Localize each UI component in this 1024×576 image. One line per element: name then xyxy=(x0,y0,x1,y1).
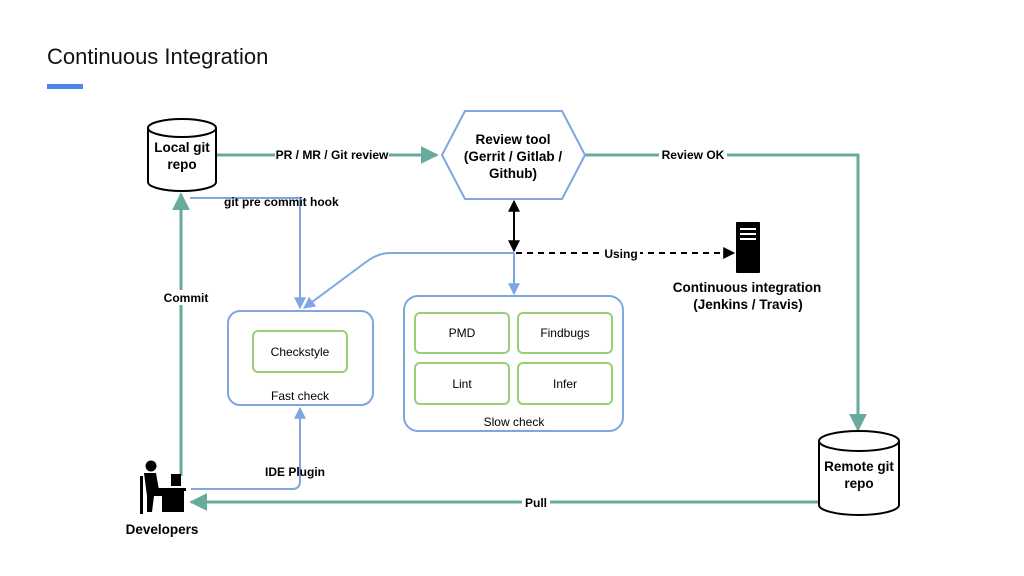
edge-ide-plugin xyxy=(191,406,306,490)
fast-check-group: Checkstyle Fast check xyxy=(227,310,374,406)
edge-review-to-fast xyxy=(303,252,514,309)
slide-title: Continuous Integration xyxy=(47,44,269,69)
slow-check-group: PMD Findbugs Lint Infer Slow check xyxy=(403,295,624,432)
label-commit: Commit xyxy=(164,291,209,305)
developers-label: Developers xyxy=(126,522,199,537)
review-tool-label-1: Review tool xyxy=(475,132,550,147)
review-tool-label-3: Github) xyxy=(489,166,537,181)
tool-lint-label: Lint xyxy=(452,377,472,391)
local-repo-node: Local git repo xyxy=(147,118,217,192)
local-repo-label-2: repo xyxy=(167,157,196,172)
label-pull: Pull xyxy=(525,496,547,510)
server-icon xyxy=(736,222,760,273)
label-using: Using xyxy=(604,247,637,261)
edge-pre-commit xyxy=(190,197,306,310)
tool-findbugs-label: Findbugs xyxy=(540,326,589,340)
tool-lint: Lint xyxy=(414,362,510,405)
tool-infer-label: Infer xyxy=(553,377,577,391)
ci-label-1: Continuous integration xyxy=(673,280,821,295)
review-tool-node: Review tool (Gerrit / Gitlab / Github) xyxy=(440,110,587,200)
label-pre-commit: git pre commit hook xyxy=(224,195,339,209)
label-pr-review: PR / MR / Git review xyxy=(276,148,389,162)
developer-icon xyxy=(140,460,186,514)
review-tool-label-2: (Gerrit / Gitlab / xyxy=(464,149,563,164)
ci-label-2: (Jenkins / Travis) xyxy=(693,297,803,312)
title-underline xyxy=(47,84,83,89)
label-review-ok: Review OK xyxy=(662,148,725,162)
tool-pmd-label: PMD xyxy=(449,326,476,340)
tool-infer: Infer xyxy=(517,362,613,405)
remote-repo-label-1: Remote git xyxy=(824,459,894,474)
fast-check-label: Fast check xyxy=(271,389,330,403)
tool-findbugs: Findbugs xyxy=(517,312,613,354)
remote-repo-label-2: repo xyxy=(844,476,873,491)
remote-repo-node: Remote git repo xyxy=(818,430,900,516)
tool-pmd: PMD xyxy=(414,312,510,354)
tool-checkstyle-label: Checkstyle xyxy=(271,345,330,359)
local-repo-label-1: Local git xyxy=(154,140,210,155)
tool-checkstyle: Checkstyle xyxy=(252,330,348,373)
label-ide-plugin: IDE Plugin xyxy=(265,465,325,479)
slow-check-label: Slow check xyxy=(484,415,546,429)
